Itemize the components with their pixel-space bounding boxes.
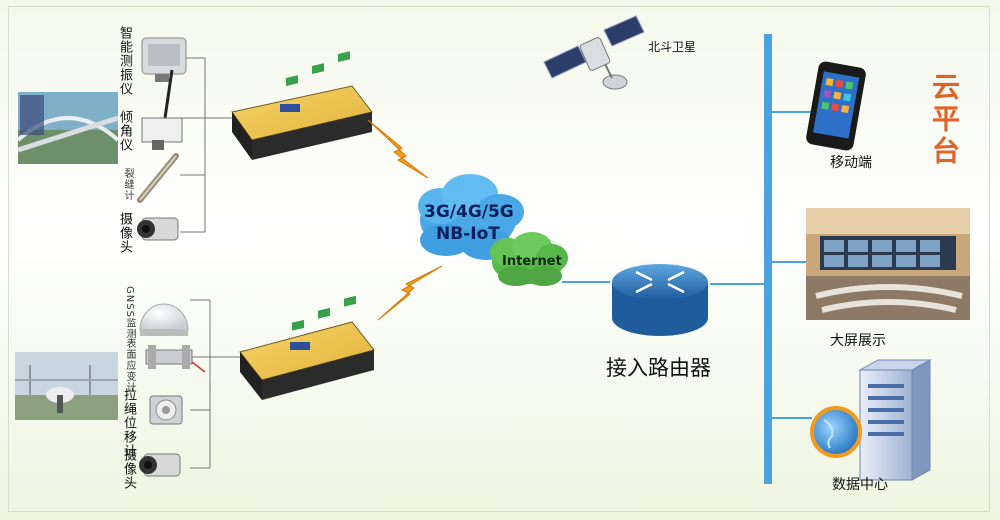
big-screen-room-photo <box>806 208 970 320</box>
label-cloud-platform: 云平台 <box>928 72 961 168</box>
mobile-network-cloud <box>418 174 524 260</box>
sensor-bus-top <box>180 57 232 233</box>
satellite-icon <box>543 15 645 90</box>
internet-cloud <box>490 232 568 286</box>
label-data-center: 数据中心 <box>832 477 888 493</box>
bridge-photo-bottom <box>15 352 118 420</box>
label-vibration-sensor: 智能测振仪 <box>117 26 132 96</box>
label-strain-gauge: 表面应变计 <box>124 338 135 393</box>
label-wire-displacement: 拉绳位移计 <box>121 388 136 458</box>
camera-top-icon <box>137 217 179 241</box>
label-router: 接入路由器 <box>606 356 711 380</box>
sensor-bus-bottom <box>190 299 240 469</box>
label-internet: Internet <box>502 254 562 269</box>
label-mobile: 移动端 <box>830 155 872 171</box>
strain-gauge-icon <box>145 345 206 373</box>
wireless-bolt-top-icon <box>367 119 429 179</box>
wireless-bolt-bottom-icon <box>377 265 443 321</box>
gateway-top-device <box>231 51 373 160</box>
label-gnss: GNSS监测 <box>124 286 135 340</box>
gnss-dome-icon <box>139 303 189 336</box>
label-big-screen: 大屏展示 <box>830 333 886 349</box>
wire-displacement-icon <box>149 395 183 425</box>
label-crack-gauge: 裂缝计 <box>122 168 133 201</box>
router-icon <box>612 264 708 336</box>
mobile-phone-icon <box>806 61 866 151</box>
label-tilt-sensor: 倾角仪 <box>117 110 132 152</box>
cloud-bus-bar <box>764 34 772 484</box>
data-center-icon <box>810 359 932 481</box>
crack-gauge-icon <box>137 153 179 203</box>
bridge-photo-top <box>16 92 120 164</box>
diagram-frame <box>8 6 990 512</box>
gateway-bottom-device <box>239 295 375 400</box>
label-mobile-network: 3G/4G/5G <box>424 202 514 222</box>
label-satellite: 北斗卫星 <box>648 40 697 54</box>
label-camera-top: 摄像头 <box>117 212 132 254</box>
camera-bottom-icon <box>139 453 181 477</box>
label-nb-iot: NB-IoT <box>436 224 500 244</box>
tilt-sensor-icon <box>141 69 183 150</box>
label-camera-bottom: 摄像头 <box>121 448 136 490</box>
vibration-sensor-icon <box>141 37 187 82</box>
